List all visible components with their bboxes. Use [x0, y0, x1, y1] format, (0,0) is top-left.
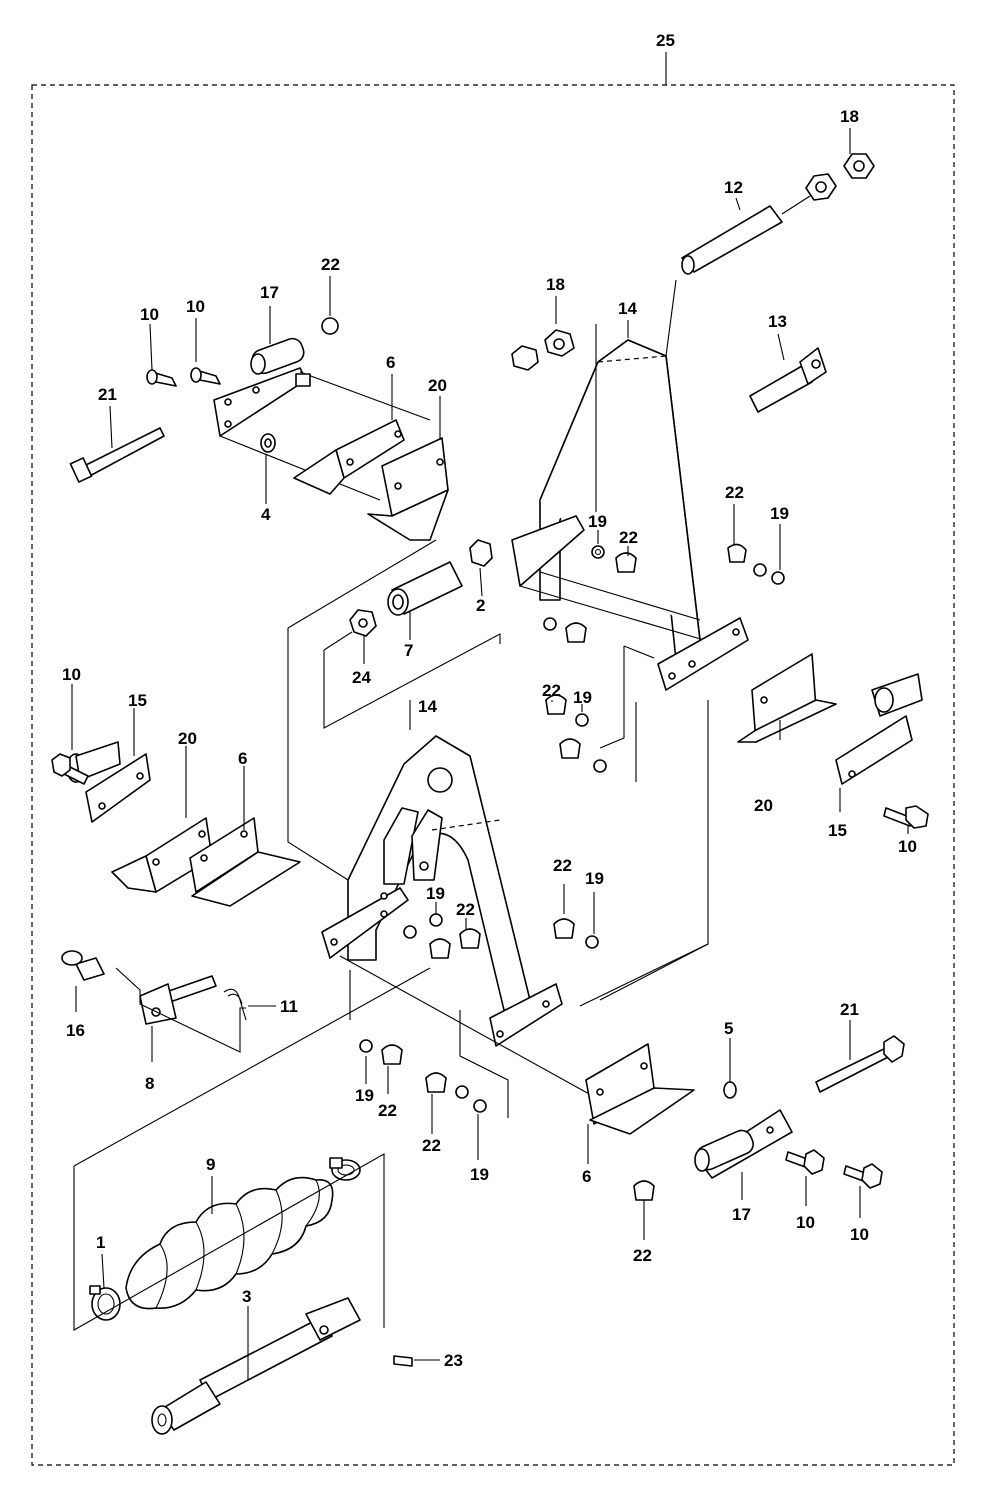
bolts-10-upper: [146, 367, 221, 387]
upper-a-frame: [511, 339, 705, 661]
callout-8: 8: [145, 1074, 154, 1093]
callout-22: 22: [321, 255, 340, 274]
callout-15: 15: [828, 821, 847, 840]
bracket-20-right: [737, 653, 837, 743]
callout-10: 10: [850, 1225, 869, 1244]
callout-18: 18: [840, 107, 859, 126]
callout-10: 10: [186, 297, 205, 316]
callout-20: 20: [754, 796, 773, 815]
callout-22: 22: [553, 856, 572, 875]
callout-19: 19: [573, 688, 592, 707]
bracket-6-lower-right: [585, 1043, 695, 1135]
lower-frame-plate: [339, 955, 601, 1101]
callout-17: 17: [732, 1205, 751, 1224]
washer-5: [723, 1081, 737, 1099]
callout-22: 22: [725, 483, 744, 502]
bolt-10-right: [883, 805, 929, 829]
callout-10: 10: [796, 1213, 815, 1232]
washer-4: [260, 433, 276, 453]
clamp-top: [329, 1157, 361, 1181]
bolt-21-lower: [815, 1035, 905, 1093]
callout-22: 22: [542, 681, 561, 700]
callout-12: 12: [724, 178, 743, 197]
callout-5: 5: [724, 1019, 733, 1038]
bolt-10-left: [51, 753, 89, 785]
callout-14: 14: [418, 697, 437, 716]
callout-19: 19: [470, 1165, 489, 1184]
nut-22-lower: [633, 1180, 655, 1201]
upper-right-plate: [657, 617, 749, 691]
callout-23: 23: [444, 1351, 463, 1370]
callout-3: 3: [242, 1287, 251, 1306]
screw-23: [393, 1355, 413, 1367]
callout-19: 19: [585, 869, 604, 888]
callout-22: 22: [456, 900, 475, 919]
callout-25: 25: [656, 31, 675, 50]
callout-labels: 25 18 12 22 10 10 17 18 14 13 21 6 20 4 …: [62, 31, 917, 1370]
bolt-8: [139, 975, 217, 1025]
callout-4: 4: [261, 505, 271, 524]
bracket-6-upper: [293, 419, 405, 495]
callout-6: 6: [582, 1167, 591, 1186]
callout-17: 17: [260, 283, 279, 302]
callout-10: 10: [898, 837, 917, 856]
fasteners-lower: [359, 913, 599, 1113]
callout-21: 21: [98, 385, 117, 404]
callout-22: 22: [633, 1246, 652, 1265]
callout-21: 21: [840, 1000, 859, 1019]
clip-11: [223, 988, 247, 1021]
bolts-10-lower: [785, 1149, 883, 1189]
callout-22: 22: [619, 528, 638, 547]
callout-22: 22: [378, 1101, 397, 1120]
hinge-17-lower: [694, 1109, 793, 1179]
callout-7: 7: [404, 641, 413, 660]
callout-19: 19: [355, 1086, 374, 1105]
bracket-20-upper: [367, 437, 449, 541]
callout-20: 20: [428, 376, 447, 395]
callout-19: 19: [426, 884, 445, 903]
pin-16: [61, 950, 105, 981]
nut-2: [469, 539, 493, 567]
bolt-21-upper: [69, 427, 165, 483]
callout-6: 6: [386, 353, 395, 372]
callout-15: 15: [128, 691, 147, 710]
callout-1: 1: [96, 1233, 105, 1252]
clamp-1: [89, 1285, 121, 1321]
callout-11: 11: [280, 997, 298, 1016]
boot-9: [125, 1176, 334, 1310]
callout-13: 13: [768, 312, 787, 331]
leader-lines: [71, 128, 909, 1380]
callout-9: 9: [206, 1155, 215, 1174]
upper-plate-left: [213, 367, 431, 501]
hinge-17-upper: [250, 337, 311, 387]
callout-22: 22: [422, 1136, 441, 1155]
bracket-15-right: [835, 673, 923, 785]
pin-12: [681, 195, 811, 275]
nut-22-upper: [321, 317, 339, 335]
callout-18: 18: [546, 275, 565, 294]
callout-10: 10: [62, 665, 81, 684]
nut-24: [349, 609, 377, 637]
callout-24: 24: [352, 668, 371, 687]
callout-2: 2: [476, 596, 485, 615]
callout-20: 20: [178, 729, 197, 748]
assembly-boundary: [31, 84, 955, 1466]
bracket-6-left: [189, 817, 301, 907]
nuts-18-upper: [511, 329, 575, 371]
shaft-3: [151, 1297, 361, 1435]
callout-14: 14: [618, 299, 637, 318]
callout-6: 6: [238, 749, 247, 768]
callout-19: 19: [770, 504, 789, 523]
callout-16: 16: [66, 1021, 85, 1040]
lower-a-frame: [321, 735, 531, 1011]
spacer-7: [387, 561, 463, 616]
nuts-18-top: [805, 153, 875, 201]
callout-10: 10: [140, 305, 159, 324]
bolt-13: [749, 347, 827, 413]
callout-19: 19: [588, 512, 607, 531]
fasteners-upper: [543, 543, 785, 773]
